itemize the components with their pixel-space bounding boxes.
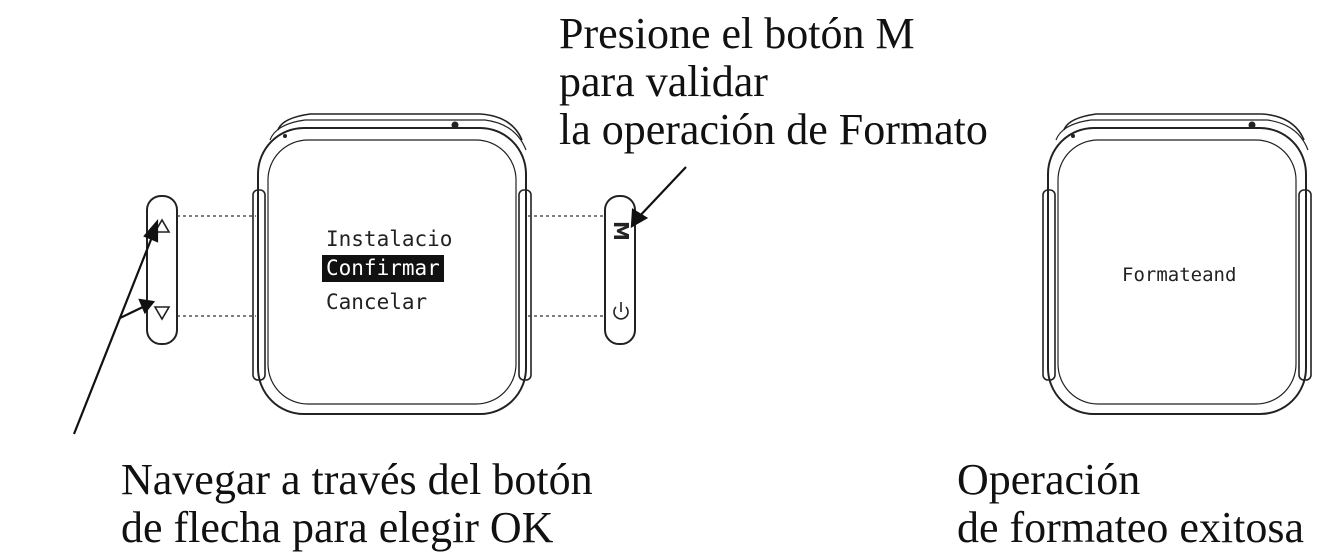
- right-device: [1042, 113, 1312, 415]
- press-m-line-3: la operación de Formato: [559, 105, 988, 154]
- down-arrow-icon: [153, 306, 171, 321]
- success-line-2: de formateo exitosa: [957, 503, 1304, 552]
- arrow-button-strip: [146, 195, 178, 345]
- formatting-status-text: Formateand: [1122, 264, 1237, 286]
- mode-button-label: M: [609, 221, 633, 241]
- left-device: [252, 113, 532, 415]
- dashed-connectors: [177, 215, 605, 317]
- power-icon: [613, 302, 629, 320]
- mode-power-button-strip: [604, 195, 636, 345]
- menu-item-confirm: Confirmar: [322, 255, 444, 282]
- navigate-callout: Navegar a través del botón de flecha par…: [121, 456, 593, 552]
- success-callout: Operación de formateo exitosa: [957, 456, 1304, 552]
- menu-item-confirm-selected: Confirmar: [322, 255, 444, 282]
- navigate-line-1: Navegar a través del botón: [121, 455, 593, 504]
- success-line-1: Operación: [957, 455, 1141, 504]
- press-m-line-1: Presione el botón M: [559, 9, 915, 58]
- callout-arrows: [72, 166, 687, 435]
- navigate-line-2: de flecha para elegir OK: [121, 503, 554, 552]
- up-arrow-icon: [153, 218, 171, 233]
- menu-item-installation: Instalacio: [326, 227, 453, 251]
- press-m-line-2: para validar: [559, 57, 768, 106]
- press-m-callout: Presione el botón M para validar la oper…: [559, 10, 988, 154]
- menu-item-cancel: Cancelar: [326, 290, 428, 314]
